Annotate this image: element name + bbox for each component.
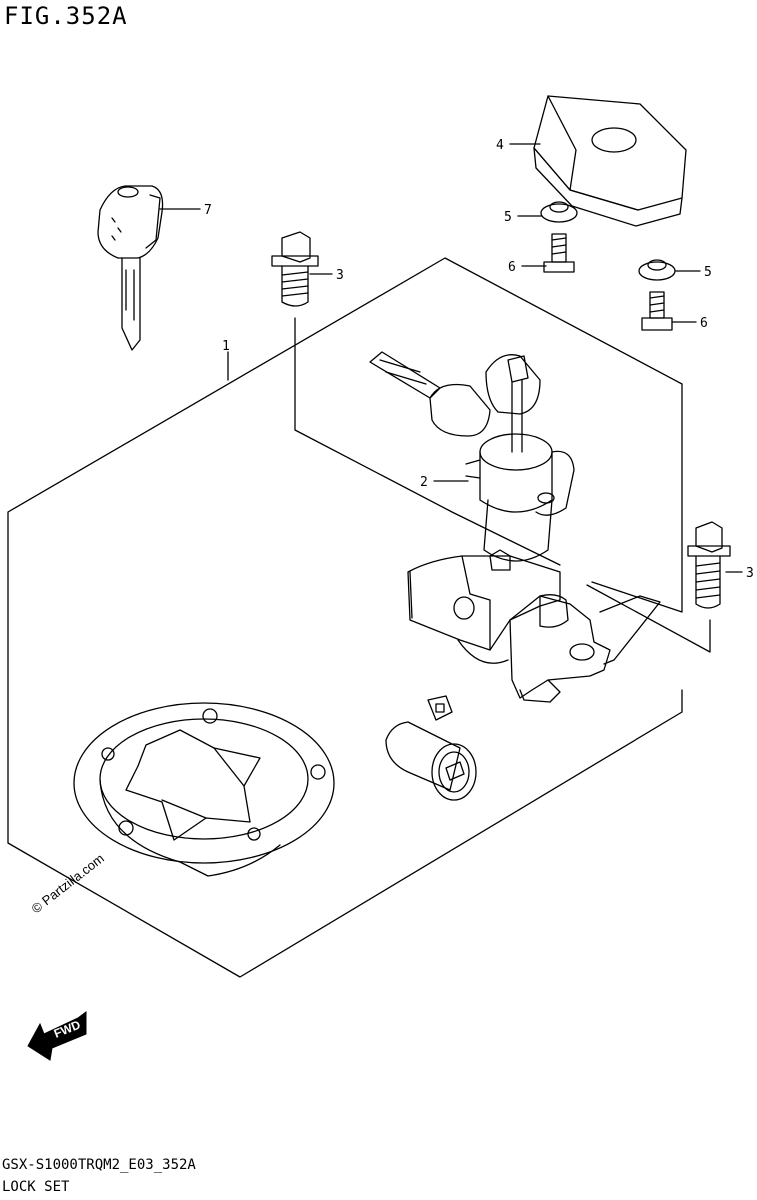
fwd-arrow: FWD <box>28 1012 86 1060</box>
callout-3b: 3 <box>746 566 754 581</box>
fuel-tank-cap[interactable] <box>74 703 334 876</box>
callout-1: 1 <box>222 339 230 354</box>
lock-set-outline <box>8 258 682 977</box>
callout-6a: 6 <box>508 260 516 275</box>
figure-title: FIG.352A <box>4 2 128 30</box>
model-code: GSX-S1000TRQM2_E03_352A <box>2 1157 196 1173</box>
seat-lock-cylinder[interactable] <box>386 696 476 800</box>
callout-3a: 3 <box>336 268 344 283</box>
bolt-leader-line <box>587 585 710 652</box>
callout-6b: 6 <box>700 316 708 331</box>
callout-7: 7 <box>204 203 212 218</box>
callout-2: 2 <box>420 475 428 490</box>
screw-upper[interactable] <box>544 234 574 272</box>
callout-4: 4 <box>496 138 504 153</box>
grommet-upper[interactable] <box>541 202 577 222</box>
section-name: LOCK SET <box>2 1179 70 1195</box>
callout-5b: 5 <box>704 265 712 280</box>
screw-lower[interactable] <box>642 292 672 330</box>
bolt-left[interactable] <box>272 232 318 306</box>
grommet-lower[interactable] <box>639 260 675 280</box>
seat-cover-pad[interactable] <box>534 96 686 226</box>
ignition-key[interactable] <box>98 186 163 350</box>
ignition-switch[interactable] <box>370 352 660 702</box>
callout-5a: 5 <box>504 210 512 225</box>
bolt-right[interactable] <box>688 522 730 608</box>
partzilla-watermark: © Partzilla.com <box>29 851 107 917</box>
